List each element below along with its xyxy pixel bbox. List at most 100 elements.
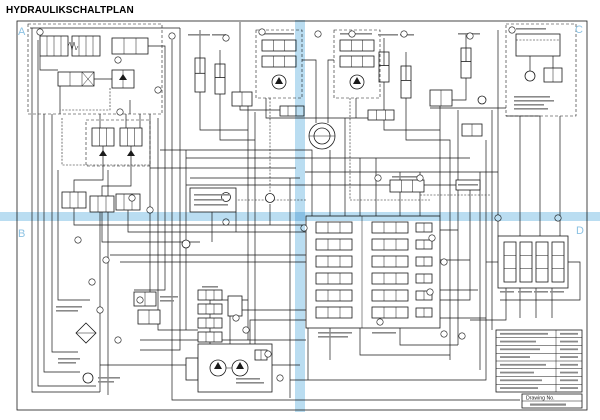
illegible-table-value: [560, 340, 578, 343]
callout-bubble: [440, 258, 448, 266]
pilot-line: [61, 118, 150, 166]
grid-band-vertical: [295, 20, 305, 412]
pilot-valve: [227, 295, 243, 317]
illegible-label: [372, 332, 396, 334]
spool-section: [371, 221, 409, 234]
auxiliary-spool: [551, 241, 565, 283]
hydraulic-line: [51, 114, 78, 353]
hydraulic-tank: [515, 33, 561, 57]
hydraulic-line: [302, 59, 317, 123]
illegible-label: [194, 194, 230, 196]
callout-bubble: [440, 330, 448, 338]
travel-speed-valve: [389, 179, 425, 193]
callout-bubble: [136, 296, 144, 304]
solenoid-valve: [197, 331, 223, 343]
callout-bubble: [242, 326, 250, 334]
illegible-label: [318, 332, 352, 334]
illegible-label: [516, 28, 546, 30]
zone-label-a: A: [18, 26, 26, 38]
illegible-table-value: [560, 371, 578, 374]
callout-bubble: [314, 30, 322, 38]
illegible-label: [160, 300, 174, 302]
illegible-label: [56, 310, 78, 312]
illegible-label: [458, 184, 478, 186]
illegible-label: [340, 33, 372, 35]
illegible-label: [202, 286, 218, 288]
callout-bubble: [258, 28, 266, 36]
relief-valve: [367, 109, 395, 121]
illegible-label: [514, 96, 550, 98]
illegible-label: [514, 104, 544, 106]
spool-section: [315, 255, 353, 268]
illegible-table-text: [500, 348, 540, 351]
callout-bubble: [426, 288, 434, 296]
motor-control-valve: [261, 55, 297, 68]
callout-bubble: [400, 30, 408, 38]
cooler-and-filter: [75, 322, 97, 384]
hydraulic-line: [327, 59, 334, 123]
hydraulic-line: [399, 328, 458, 346]
spool-section: [371, 272, 409, 285]
pump-symbol: [214, 362, 222, 369]
rotary-joint: [308, 122, 336, 150]
arrow-symbol: [119, 74, 127, 80]
travel-pedal-left: [91, 127, 115, 147]
page-title: HYDRAULIKSCHALTPLAN: [6, 5, 134, 16]
spool-section: [371, 255, 409, 268]
hydraulic-line: [157, 118, 198, 331]
spool-section: [315, 221, 353, 234]
illegible-drawing-number: [530, 403, 566, 406]
auxiliary-valve-block: [497, 235, 569, 289]
hydraulic-line: [31, 28, 100, 393]
illegible-label: [236, 382, 264, 384]
cross-symbol: [81, 71, 95, 87]
pipe-network: [30, 22, 581, 401]
auxiliary-valve: [115, 193, 141, 211]
solenoid-valve: [197, 317, 223, 329]
illegible-table-value: [560, 379, 578, 382]
callout-bubble: [264, 350, 272, 358]
auxiliary-spool: [519, 241, 533, 283]
spool-section: [315, 306, 353, 319]
hydraulic-line: [140, 28, 181, 351]
check-valve-ball: [181, 239, 191, 249]
pilot-block-frame: [27, 23, 163, 115]
callout-bubble: [128, 194, 136, 202]
hydraulic-line: [101, 212, 200, 243]
illegible-table-text: [500, 332, 548, 335]
pressure-gauge: [477, 95, 487, 105]
hydraulic-line: [39, 56, 58, 71]
solenoid-valve-stack: [197, 289, 243, 343]
hydraulic-cylinders: [194, 34, 472, 99]
motor-control-valve: [339, 39, 375, 52]
illegible-table-value: [560, 356, 578, 358]
spool-section: [315, 272, 353, 285]
hydraulic-line: [470, 288, 507, 321]
illegible-label: [98, 377, 120, 379]
illegible-table-value: [560, 348, 578, 351]
hydraulic-line: [405, 98, 451, 360]
pilot-line: [60, 88, 111, 111]
pressure-settings-table: [495, 329, 583, 393]
callout-bubble: [232, 314, 240, 322]
illegible-label: [98, 381, 114, 383]
callout-bubble: [374, 174, 382, 182]
callout-bubble: [74, 236, 82, 244]
spool-section: [315, 289, 353, 302]
hydraulic-line: [359, 328, 450, 356]
illegible-table-value: [560, 363, 578, 366]
drawing-no-label: Drawing No.: [526, 395, 555, 401]
hydraulic-line: [160, 149, 313, 216]
callout-bubble: [508, 26, 516, 34]
motor-control-valve: [339, 55, 375, 68]
main-control-valve: [305, 215, 441, 329]
callout-bubble: [102, 256, 110, 264]
spring-symbol: [67, 41, 79, 51]
callout-bubble: [348, 30, 356, 38]
hydraulic-line: [265, 98, 380, 119]
illegible-label: [550, 291, 564, 293]
auxiliary-spool: [503, 241, 517, 283]
illegible-label: [56, 306, 82, 308]
pump-unit: [185, 343, 273, 393]
